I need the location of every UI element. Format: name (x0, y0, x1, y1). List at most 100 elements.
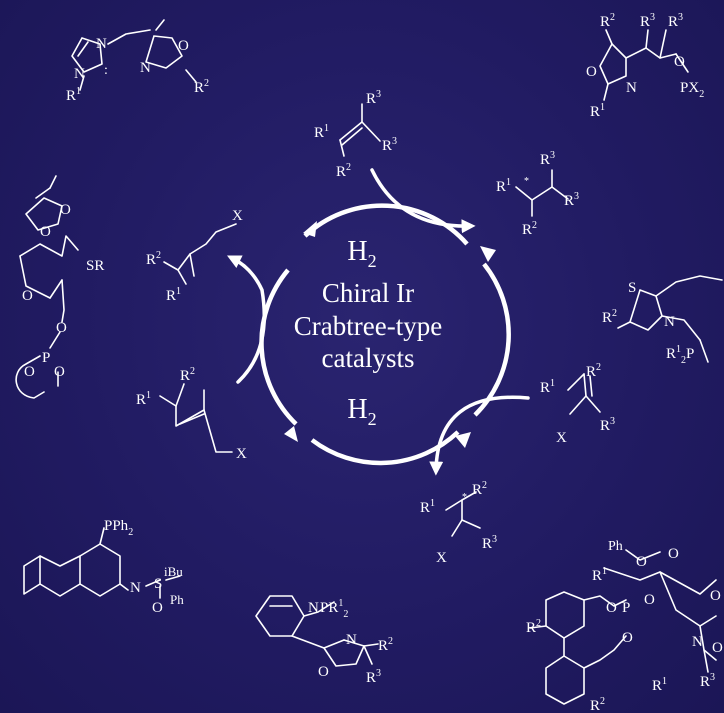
svg-text:O: O (24, 364, 35, 380)
svg-text:PR12: PR12 (320, 598, 348, 620)
product-top-right-alkane: R1 * R3 R3 R2 (496, 150, 579, 238)
svg-text:R3: R3 (366, 668, 381, 686)
svg-text:R2: R2 (146, 250, 161, 268)
ring-arrowhead-bottom (455, 432, 471, 448)
svg-text:R2: R2 (472, 480, 487, 498)
ligand-oxazoline-phosphinite: R2 R3 R3 O N O PX2 R1 (586, 12, 704, 120)
svg-text:O: O (22, 288, 33, 304)
svg-text:R2: R2 (586, 362, 601, 380)
ligand-thioether-phosphite: O O SR O O P O O (15, 175, 104, 399)
ligand-naphthyl-sulfoximine: PPh2 N S iBu Ph O (23, 518, 184, 616)
svg-text:*: * (462, 492, 467, 503)
substrate-right-alkene: R1 R2 R3 X (540, 362, 615, 446)
svg-text:N: N (346, 632, 357, 648)
svg-text:O: O (54, 364, 65, 380)
svg-text:O: O (60, 202, 71, 218)
svg-text:R3: R3 (564, 191, 579, 209)
ring-arrowhead-right (480, 246, 496, 262)
svg-text:R2: R2 (378, 636, 393, 654)
svg-text:R1: R1 (314, 123, 329, 141)
left-reaction-arrow (226, 255, 266, 384)
svg-text:R2: R2 (590, 696, 605, 713)
svg-text:R1: R1 (652, 676, 667, 694)
svg-text:R2: R2 (336, 162, 351, 180)
svg-text:S: S (154, 576, 162, 592)
h2-top-label: H2 (347, 236, 376, 271)
svg-text:PPh2: PPh2 (104, 518, 133, 538)
svg-text:R3: R3 (540, 150, 555, 168)
svg-text:P: P (622, 600, 630, 616)
svg-text:R2: R2 (180, 366, 195, 384)
svg-text:N: N (140, 60, 151, 76)
svg-text:R2: R2 (600, 12, 615, 30)
svg-text:O: O (606, 600, 617, 616)
svg-text:O: O (644, 592, 655, 608)
catalytic-cycle-ring (259, 203, 511, 466)
h2-bottom-label: H2 (347, 394, 376, 429)
ring-arrowhead-left (284, 426, 298, 442)
substrate-left-alkene: R1 R2 X (136, 366, 247, 462)
svg-text:N: N (130, 580, 141, 596)
svg-text::: : (104, 63, 108, 78)
center-label: H2 Chiral Ir Crabtree-type catalysts H2 (294, 236, 442, 429)
svg-text:R2: R2 (602, 308, 617, 326)
svg-text:R3: R3 (366, 89, 381, 107)
svg-text:O: O (40, 224, 51, 240)
svg-text:O: O (318, 664, 329, 680)
svg-text:R2: R2 (522, 220, 537, 238)
svg-text:R1: R1 (592, 566, 607, 584)
svg-text:R3: R3 (668, 12, 683, 30)
ligand-azabicyclo-oxazoline: N PR12 N O R2 R3 (255, 595, 393, 686)
ligand-biaryl-phosphite: Ph R1 O O O P O O R2 R1 R2 O N O R3 (526, 539, 723, 713)
svg-text:N: N (308, 600, 319, 616)
center-line-2: Crabtree-type (294, 311, 442, 341)
svg-text:R3: R3 (482, 534, 497, 552)
ligand-nhc-oxazoline: N N : N O R1 R2 (66, 19, 209, 104)
svg-text:O: O (586, 64, 597, 80)
bottom-right-reaction-arrow (429, 395, 530, 476)
svg-text:O: O (56, 320, 67, 336)
svg-text:O: O (674, 54, 685, 70)
product-upper-left-alkane: R2 R1 X (146, 208, 243, 304)
svg-text:PX2: PX2 (680, 80, 704, 100)
svg-text:R1: R1 (590, 102, 605, 120)
svg-text:R2: R2 (526, 618, 541, 636)
svg-text:R1: R1 (166, 286, 181, 304)
center-line-1: Chiral Ir (322, 278, 414, 308)
svg-text:O: O (712, 640, 723, 656)
svg-text:O: O (152, 600, 163, 616)
svg-text:R3: R3 (700, 672, 715, 690)
svg-text:R1: R1 (66, 86, 81, 104)
svg-text:R12P: R12P (666, 344, 694, 366)
svg-text:O: O (178, 38, 189, 54)
svg-text:X: X (436, 550, 447, 566)
svg-text:iBu: iBu (164, 564, 183, 579)
svg-text:R1: R1 (540, 378, 555, 396)
svg-text:Ph: Ph (608, 539, 623, 554)
svg-text:S: S (628, 280, 636, 296)
svg-text:R3: R3 (382, 136, 397, 154)
svg-text:R1: R1 (420, 498, 435, 516)
svg-text:R3: R3 (600, 416, 615, 434)
product-bottom-right-alkane: R1 * R2 R3 X (420, 480, 497, 566)
svg-text:X: X (236, 446, 247, 462)
svg-text:O: O (710, 588, 721, 604)
ligand-thiazole-phosphine: S N R2 R12P (602, 275, 723, 366)
svg-text:N: N (692, 634, 703, 650)
center-line-3: catalysts (322, 343, 415, 373)
svg-text:N: N (664, 314, 675, 330)
svg-text:R2: R2 (194, 78, 209, 96)
svg-text:R3: R3 (640, 12, 655, 30)
top-right-reaction-arrow (370, 168, 476, 234)
svg-text:X: X (556, 430, 567, 446)
svg-text:R1: R1 (496, 177, 511, 195)
svg-text:Ph: Ph (170, 592, 184, 607)
svg-text:O: O (622, 630, 633, 646)
svg-text:SR: SR (86, 258, 104, 274)
svg-text:N: N (626, 80, 637, 96)
svg-text:N: N (74, 66, 85, 82)
svg-text:P: P (42, 350, 50, 366)
svg-text:O: O (668, 546, 679, 562)
